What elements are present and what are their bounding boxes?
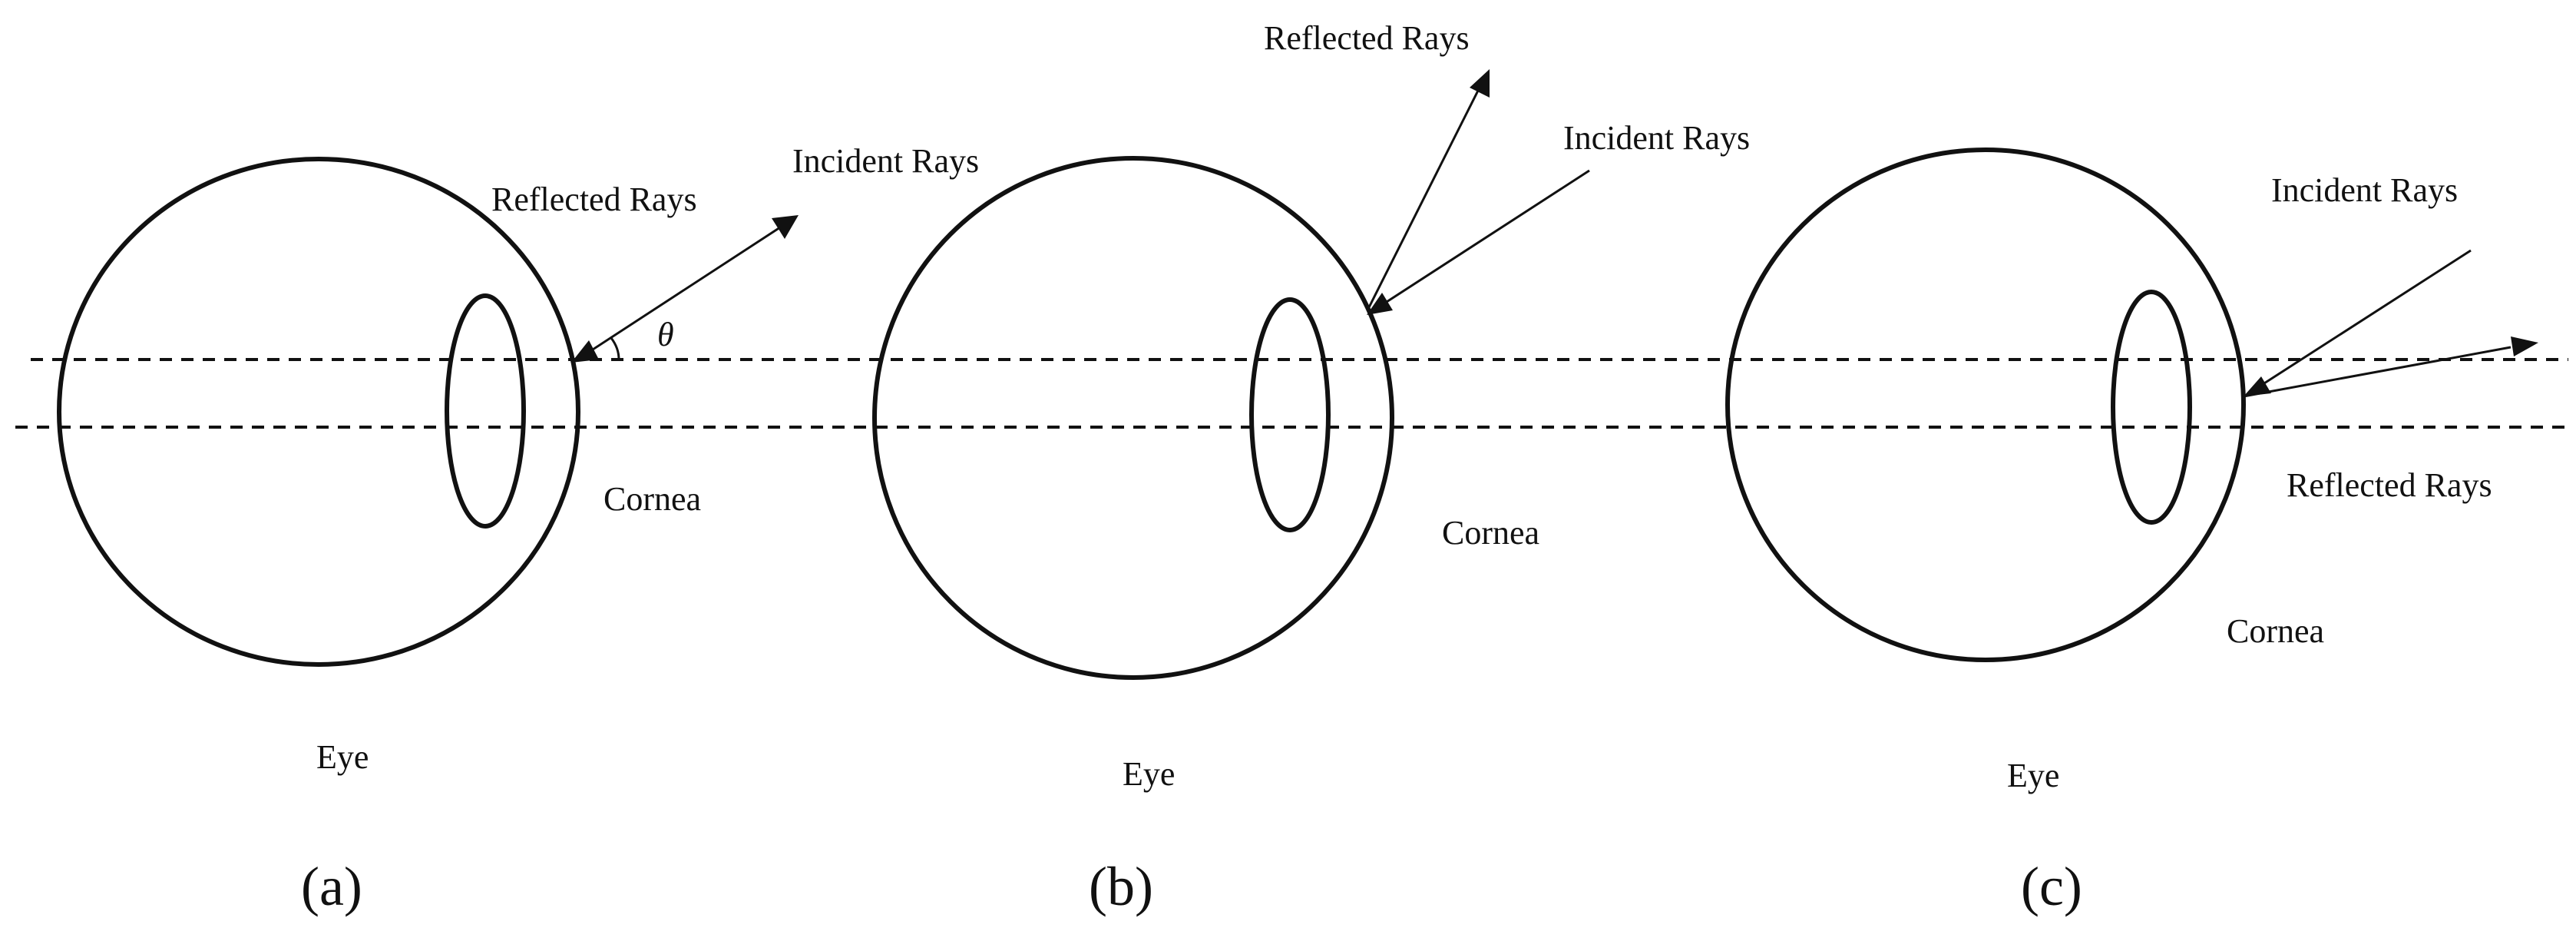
incident-label-a: Incident Rays xyxy=(792,142,979,180)
lens-a xyxy=(445,293,526,529)
eye-label-b: Eye xyxy=(1123,755,1175,793)
reflected-label-b: Reflected Rays xyxy=(1264,19,1470,57)
lens-c xyxy=(2111,290,2192,525)
reflected-arrowhead-b xyxy=(1470,69,1490,98)
reflected-label-c: Reflected Rays xyxy=(2287,466,2492,504)
caption-a: (a) xyxy=(301,856,362,917)
reflected-label-a: Reflected Rays xyxy=(491,181,697,218)
eye-label-c: Eye xyxy=(2007,757,2059,794)
eyeball-c xyxy=(1725,147,2246,662)
incident-arrowhead-c xyxy=(2244,376,2271,396)
reflected-arrowhead-c xyxy=(2511,336,2538,356)
panel-c: Incident Rays Reflected Rays Cornea Eye … xyxy=(1725,147,2538,917)
incident-label-b: Incident Rays xyxy=(1563,119,1750,157)
contact-arrowhead-a xyxy=(571,340,599,363)
panel-b: Reflected Rays Incident Rays Cornea Eye … xyxy=(872,19,1750,917)
reflected-arrowhead-a xyxy=(772,215,799,239)
theta-label-a: θ xyxy=(657,316,674,353)
cornea-label-b: Cornea xyxy=(1442,514,1539,552)
cornea-label-a: Cornea xyxy=(603,480,701,518)
panel-a: Incident Rays Reflected Rays θ Cornea Ey… xyxy=(57,142,979,917)
cornea-label-c: Cornea xyxy=(2227,612,2324,650)
reflected-ray-c xyxy=(2243,346,2512,398)
caption-b: (b) xyxy=(1089,856,1153,917)
eyeball-b xyxy=(872,156,1394,680)
reflected-ray-b xyxy=(1367,85,1482,310)
incident-arrowhead-b xyxy=(1367,293,1393,315)
eye-label-a: Eye xyxy=(316,738,369,776)
lens-b xyxy=(1249,297,1331,532)
caption-c: (c) xyxy=(2021,856,2082,917)
eyeball-a xyxy=(57,157,580,667)
incident-label-c: Incident Rays xyxy=(2271,171,2458,209)
angle-arc-a xyxy=(610,337,620,360)
incident-ray-c xyxy=(2255,249,2472,390)
reflected-ray-a xyxy=(577,226,781,361)
incident-ray-b xyxy=(1375,169,1590,310)
